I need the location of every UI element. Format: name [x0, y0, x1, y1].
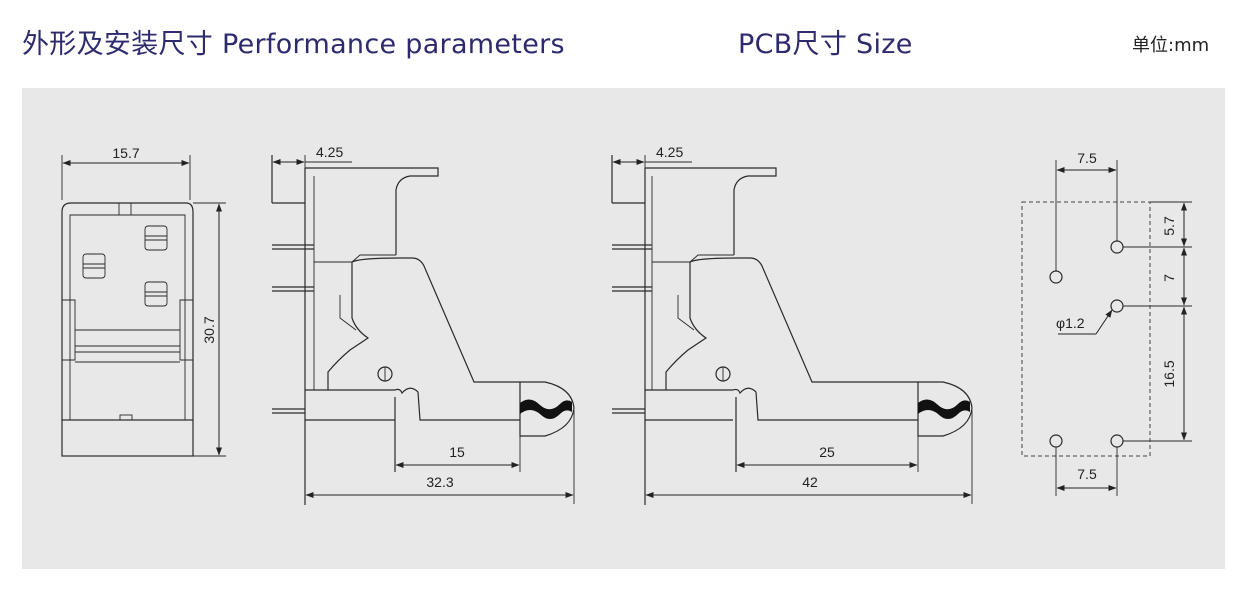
dim-pcb-bottom-width: 7.5 [1077, 466, 1097, 482]
title-performance-parameters: 外形及安装尺寸 Performance parameters [22, 29, 565, 60]
dim-side2-total: 42 [802, 474, 818, 490]
pcb-hole [1110, 299, 1124, 313]
dim-front-height: 30.7 [201, 316, 217, 343]
dim-side2-inner: 25 [819, 444, 835, 460]
dim-side2-offset: 4.25 [656, 144, 683, 160]
front-view: 15.7 30.7 [61, 145, 226, 457]
pcb-layout: 7.5 5.7 7 16.5 φ1.2 7.5 [1021, 150, 1192, 496]
unit-label: 单位:mm [1132, 35, 1210, 56]
dim-pcb-top-width: 7.5 [1077, 150, 1097, 166]
dim-side1-offset: 4.25 [316, 144, 343, 160]
dim-side1-inner: 15 [449, 444, 465, 460]
pcb-hole [1110, 434, 1124, 448]
dim-pcb-hole: φ1.2 [1056, 315, 1085, 331]
dim-pcb-v2: 7 [1161, 274, 1177, 282]
front-terminal-slots [82, 225, 168, 307]
pcb-outline [1021, 201, 1151, 457]
pcb-hole [1110, 240, 1124, 254]
title-pcb-size: PCB尺寸 Size [738, 29, 913, 60]
drawing-panel [22, 88, 1225, 569]
dim-side1-total: 32.3 [426, 474, 453, 490]
side2-pins [612, 244, 652, 414]
dim-pcb-v3: 16.5 [1161, 360, 1177, 387]
pcb-hole [1049, 270, 1063, 284]
side-view-long: 4.25 25 42 [611, 144, 973, 505]
side1-pins [272, 244, 314, 414]
side-view-short: 4.25 15 32.3 [271, 144, 575, 505]
pcb-hole [1049, 434, 1063, 448]
dim-pcb-v1: 5.7 [1161, 216, 1177, 236]
dim-front-width: 15.7 [112, 145, 139, 161]
